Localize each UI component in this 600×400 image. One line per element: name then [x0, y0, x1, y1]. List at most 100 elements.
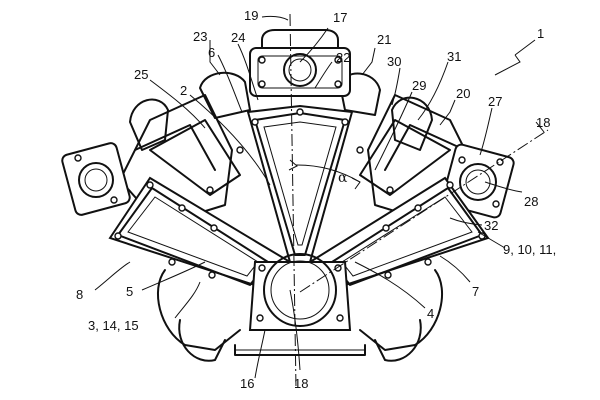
numeral-2: 2	[180, 83, 187, 98]
numeral-18-bottom: 18	[294, 376, 308, 391]
leader-6	[217, 54, 243, 113]
center-runner	[254, 112, 346, 256]
lower-right-bulk	[359, 269, 444, 351]
numeral-25: 25	[134, 67, 148, 82]
numeral-27: 27	[488, 94, 502, 109]
leader-4	[354, 261, 426, 309]
numeral-32: 32	[484, 218, 498, 233]
leader-9	[477, 231, 506, 249]
numeral-29: 29	[412, 78, 426, 93]
left-throttle-plate	[84, 168, 108, 192]
right-throttle-plate	[465, 169, 491, 195]
leader-1	[494, 39, 536, 76]
plenum-inner-bore	[270, 260, 330, 320]
bolt	[114, 232, 122, 240]
bolt	[341, 118, 349, 126]
leader-3	[174, 281, 201, 319]
bolt	[458, 156, 466, 164]
bolt	[178, 204, 186, 212]
lower-left-pipe	[178, 319, 226, 362]
angle-alpha-label: α	[338, 170, 348, 186]
leader-5	[141, 261, 206, 291]
numeral-7: 7	[472, 284, 479, 299]
numeral-31: 31	[447, 49, 461, 64]
leader-24	[237, 43, 259, 101]
leader-19	[261, 15, 289, 21]
leader-29	[374, 91, 413, 171]
bolt	[258, 80, 266, 88]
numeral-18-axis: 18	[536, 115, 550, 130]
top-throttle-plate	[288, 58, 312, 82]
bolt	[382, 224, 390, 232]
leader-25	[149, 79, 206, 129]
bolt	[206, 186, 214, 194]
numeral-28: 28	[524, 194, 538, 209]
plenum-bore	[263, 253, 337, 327]
angle-arrow-left	[288, 159, 298, 171]
numeral-6: 6	[208, 45, 215, 60]
numeral-16: 16	[240, 376, 254, 391]
bolt	[258, 264, 266, 272]
left-bank-rib	[134, 124, 216, 171]
top-throttle-cap	[261, 29, 339, 53]
left-throttle-bore	[78, 162, 114, 198]
numeral-1: 1	[537, 26, 544, 41]
lower-right-pipe	[374, 319, 422, 362]
oblique-axis-18	[299, 129, 549, 293]
plenum-body	[248, 261, 352, 331]
bolt	[334, 80, 342, 88]
bolt	[336, 314, 344, 322]
bolt	[210, 224, 218, 232]
top-throttle-bore	[283, 53, 317, 87]
bolt	[208, 271, 216, 279]
leader-32	[449, 217, 483, 226]
upper-left-runner	[149, 119, 241, 196]
upper-right-runner	[359, 119, 451, 196]
bolt	[386, 186, 394, 194]
left-head-lobe	[129, 98, 169, 151]
axes	[288, 13, 549, 389]
right-bank-rib	[384, 124, 466, 171]
leader-30	[391, 67, 401, 106]
leader-21	[361, 47, 376, 76]
numeral-8: 8	[76, 287, 83, 302]
bolt	[251, 118, 259, 126]
numeral-9-10-11: 9, 10, 11,	[503, 242, 556, 257]
leader-22	[314, 61, 333, 89]
numeral-20: 20	[456, 86, 470, 101]
bolt	[446, 181, 454, 189]
upper-left-lobe	[199, 71, 251, 119]
bolt	[146, 181, 154, 189]
leader-28	[484, 181, 523, 193]
bolt	[414, 204, 422, 212]
top-throttle-body	[249, 29, 351, 97]
leader-18-bottom	[289, 289, 301, 371]
leader-lines	[94, 15, 545, 379]
leader-27	[479, 107, 493, 156]
numeral-5: 5	[126, 284, 133, 299]
bolt	[236, 146, 244, 154]
manifold-bolts	[114, 108, 486, 279]
leader-18-axis	[535, 121, 545, 133]
bolt	[168, 258, 176, 266]
vertical-axis-19	[289, 13, 297, 389]
leader-23	[209, 40, 221, 76]
leader-2	[189, 94, 271, 186]
right-head-lobe	[391, 96, 433, 151]
bolt	[110, 196, 118, 204]
leader-7	[439, 255, 471, 283]
leader-20	[439, 99, 456, 126]
numeral-19: 19	[244, 8, 258, 23]
angle-arrow-right	[351, 177, 361, 190]
leader-17	[299, 27, 329, 63]
numeral-24: 24	[231, 30, 245, 45]
top-throttle-housing	[249, 47, 351, 97]
numeral-21: 21	[377, 32, 391, 47]
bolt	[356, 146, 364, 154]
bolt	[384, 271, 392, 279]
numeral-3-14-15: 3, 14, 15	[88, 318, 139, 333]
left-throttle-body	[61, 142, 131, 216]
bolt	[258, 56, 266, 64]
center-runner-inner	[263, 121, 337, 246]
